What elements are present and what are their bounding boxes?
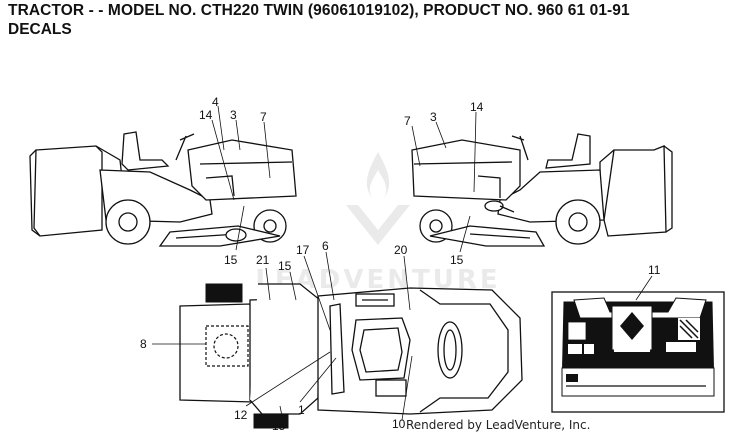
callout-right-15: 15 (450, 253, 464, 267)
callout-right-14: 14 (470, 100, 484, 114)
callout-top-1: 1 (298, 403, 305, 417)
callout-top-20: 20 (394, 243, 408, 257)
callout-right-7: 7 (404, 114, 411, 128)
dash-panel-view (551, 275, 725, 413)
callout-top-10: 10 (392, 417, 406, 431)
callout-left-4: 4 (212, 95, 219, 109)
callout-left-3: 3 (230, 108, 237, 122)
callout-top-15b: 15 (272, 419, 286, 433)
callout-top-17: 17 (296, 243, 310, 257)
callout-right-3: 3 (430, 110, 437, 124)
callout-top-21: 21 (256, 253, 270, 267)
page-title: TRACTOR - - MODEL NO. CTH220 TWIN (96061… (8, 2, 630, 19)
callout-top-15a: 15 (278, 259, 292, 273)
tractor-top-view (152, 251, 523, 429)
page-subtitle: DECALS (8, 21, 72, 38)
callout-left-7: 7 (260, 110, 267, 124)
rendered-by-footer: Rendered by LeadVenture, Inc. (406, 418, 591, 432)
tractor-left-side-view (29, 105, 297, 251)
callout-top-8: 8 (140, 337, 147, 351)
callout-dash-11: 11 (648, 263, 661, 277)
callout-top-6: 6 (322, 239, 329, 253)
tractor-right-side-view (411, 111, 673, 253)
callout-left-15: 15 (224, 253, 238, 267)
callout-left-14: 14 (199, 108, 213, 122)
callout-top-12: 12 (234, 408, 248, 422)
